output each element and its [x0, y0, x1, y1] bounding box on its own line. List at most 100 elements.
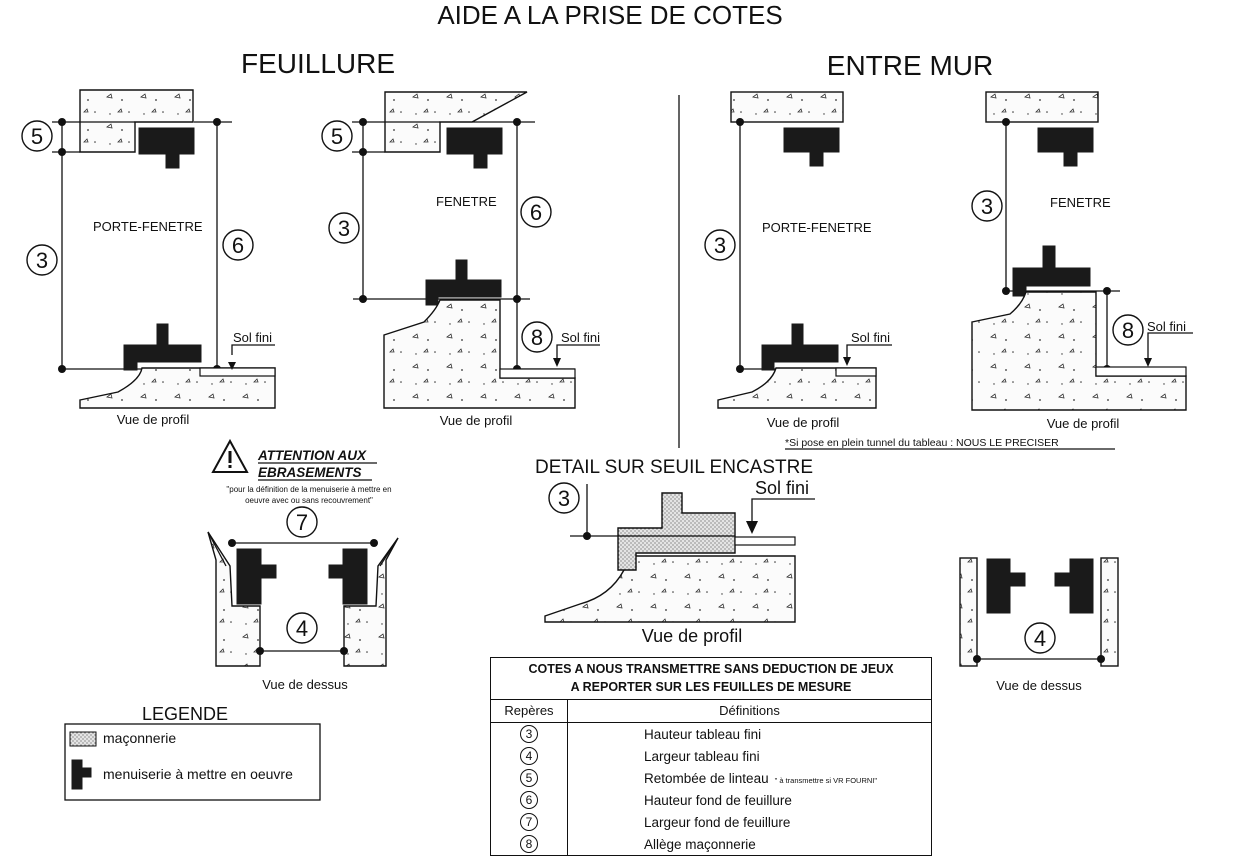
svg-text:5: 5	[31, 124, 43, 149]
marker-6-b: 6	[520, 196, 552, 228]
label-porte-fenetre-c: PORTE-FENETRE	[762, 220, 872, 235]
detail-vue-profil: Vue de profil	[642, 626, 742, 646]
definition-text: Allège maçonnerie	[644, 836, 756, 852]
svg-text:8: 8	[1122, 318, 1134, 343]
table-row: 4 Largeur tableau fini	[491, 745, 931, 767]
definition-text: Largeur fond de feuillure	[644, 814, 791, 830]
row-definition: Hauteur fond de feuillure	[568, 793, 931, 808]
label-fenetre-d: FENETRE	[1050, 195, 1111, 210]
svg-text:3: 3	[981, 194, 993, 219]
svg-text:6: 6	[530, 200, 542, 225]
marker-4-b: 4	[1024, 622, 1056, 654]
legend-masonry-label: maçonnerie	[103, 730, 176, 746]
entre-mur-top-view	[959, 557, 1119, 667]
ref-number: 5	[520, 769, 538, 787]
row-ref: 5	[491, 767, 568, 789]
row-ref: 7	[491, 811, 568, 833]
definition-text: Hauteur fond de feuillure	[644, 792, 792, 808]
marker-8-b: 8	[1112, 314, 1144, 346]
marker-4: 4	[286, 612, 318, 644]
table-header-line-1: COTES A NOUS TRANSMETTRE SANS DEDUCTION …	[528, 662, 894, 676]
svg-text:3: 3	[36, 248, 48, 273]
feuillure-porte-fenetre-diagram	[52, 89, 276, 409]
marker-8: 8	[521, 321, 553, 353]
svg-text:8: 8	[531, 325, 543, 350]
marker-3-c: 3	[704, 229, 736, 261]
table-header: COTES A NOUS TRANSMETTRE SANS DEDUCTION …	[491, 658, 931, 700]
row-ref: 8	[491, 833, 568, 855]
table-row: 8 Allège maçonnerie	[491, 833, 931, 855]
table-header-line-2: A REPORTER SUR LES FEUILLES DE MESURE	[570, 680, 852, 694]
table-row: 5 Retombée de linteau " à transmettre si V…	[491, 767, 931, 789]
definition-text: Hauteur tableau fini	[644, 726, 762, 742]
legend-masonry-swatch	[69, 731, 97, 747]
label-fenetre: FENETRE	[436, 194, 497, 209]
marker-7: 7	[286, 506, 318, 538]
legend-box: maçonnerie menuiserie à mettre en oeuvre	[64, 723, 321, 801]
marker-3-d: 3	[971, 190, 1003, 222]
label-vue-dessus-b: Vue de dessus	[996, 678, 1082, 693]
definition-text: Retombée de linteau	[644, 770, 769, 786]
entre-mur-porte-fenetre-diagram	[717, 91, 892, 409]
svg-text:3: 3	[558, 486, 570, 511]
table-row: 3 Hauteur tableau fini	[491, 723, 931, 745]
row-definition: Largeur tableau fini	[568, 749, 931, 764]
label-porte-fenetre: PORTE-FENETRE	[93, 219, 203, 234]
svg-text:7: 7	[296, 510, 308, 535]
row-definition: Largeur fond de feuillure	[568, 815, 931, 830]
attention-note-2: oeuvre avec ou sans recouvrement"	[245, 496, 373, 505]
entre-mur-fenetre-diagram	[971, 91, 1193, 411]
attention-note-1: "pour la définition de la menuiserie à m…	[226, 485, 391, 494]
feuillure-fenetre-diagram	[352, 91, 600, 409]
ref-number: 3	[520, 725, 538, 743]
marker-3-b: 3	[328, 212, 360, 244]
cotes-table: COTES A NOUS TRANSMETTRE SANS DEDUCTION …	[490, 657, 932, 856]
ref-number: 7	[520, 813, 538, 831]
row-definition: Allège maçonnerie	[568, 837, 931, 852]
detail-diagram	[544, 484, 815, 623]
definition-text: Largeur tableau fini	[644, 748, 760, 764]
legend-joinery-swatch	[71, 759, 92, 790]
svg-text:3: 3	[714, 233, 726, 258]
ref-number: 8	[520, 835, 538, 853]
label-vue-profil-b: Vue de profil	[440, 413, 513, 428]
svg-text:4: 4	[296, 616, 308, 641]
svg-text:3: 3	[338, 216, 350, 241]
row-ref: 3	[491, 723, 568, 745]
row-ref: 6	[491, 789, 568, 811]
table-columns: Repères Définitions	[491, 700, 931, 723]
page-title: AIDE A LA PRISE DE COTES	[437, 0, 782, 30]
ref-number: 4	[520, 747, 538, 765]
marker-3-detail: 3	[548, 482, 580, 514]
detail-title: DETAIL SUR SEUIL ENCASTRE	[535, 457, 813, 478]
table-body: 3 Hauteur tableau fini 4 Largeur tableau fi…	[491, 723, 931, 855]
svg-text:5: 5	[331, 124, 343, 149]
row-definition: Retombée de linteau " à transmettre si VR…	[568, 771, 931, 786]
attention-title-2: EBRASEMENTS	[258, 465, 362, 480]
table-row: 6 Hauteur fond de feuillure	[491, 789, 931, 811]
label-vue-profil-c: Vue de profil	[767, 415, 840, 430]
legend-title: LEGENDE	[142, 704, 228, 724]
note-tunnel: *Si pose en plein tunnel du tableau : NO…	[785, 437, 1059, 449]
label-vue-dessus: Vue de dessus	[262, 677, 348, 692]
row-ref: 4	[491, 745, 568, 767]
label-sol-fini: Sol fini	[233, 330, 272, 345]
label-sol-fini-c: Sol fini	[851, 330, 890, 345]
label-sol-fini-b: Sol fini	[561, 330, 600, 345]
marker-3: 3	[26, 244, 58, 276]
marker-5-b: 5	[321, 120, 353, 152]
marker-6: 6	[222, 229, 254, 261]
definition-note: " à transmettre si VR FOURNI"	[774, 775, 878, 785]
ebrasement-top-view	[207, 531, 399, 667]
warning-icon	[211, 438, 249, 473]
section-entre-mur: ENTRE MUR	[827, 50, 993, 81]
col-definitions: Définitions	[719, 703, 780, 718]
attention-title-1: ATTENTION AUX	[257, 448, 367, 463]
detail-sol-fini: Sol fini	[755, 478, 809, 498]
label-vue-profil: Vue de profil	[117, 412, 190, 427]
svg-text:4: 4	[1034, 626, 1046, 651]
marker-5: 5	[21, 120, 53, 152]
table-row: 7 Largeur fond de feuillure	[491, 811, 931, 833]
ref-number: 6	[520, 791, 538, 809]
